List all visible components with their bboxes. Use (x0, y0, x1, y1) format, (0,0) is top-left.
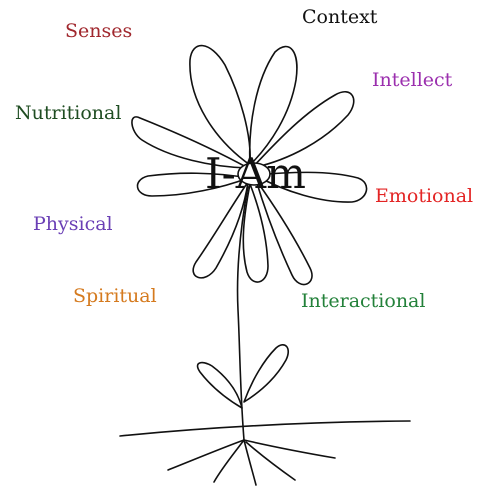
stem (237, 186, 248, 440)
label-nutritional: Nutritional (15, 104, 121, 123)
ground-line (120, 421, 410, 436)
root-right (244, 440, 335, 458)
label-physical: Physical (33, 215, 113, 234)
center-label: I-Am (205, 153, 306, 195)
label-intellect: Intellect (372, 71, 452, 90)
label-interactional: Interactional (301, 292, 425, 311)
root-center (244, 440, 256, 485)
petal-top-left (190, 46, 250, 165)
petal-bottom (243, 184, 268, 282)
label-spiritual: Spiritual (73, 287, 157, 306)
label-emotional: Emotional (375, 187, 473, 206)
leaf-left (198, 363, 242, 408)
leaf-right (244, 345, 288, 402)
label-senses: Senses (65, 22, 132, 41)
label-context: Context (302, 8, 377, 27)
petal-top (250, 47, 297, 165)
